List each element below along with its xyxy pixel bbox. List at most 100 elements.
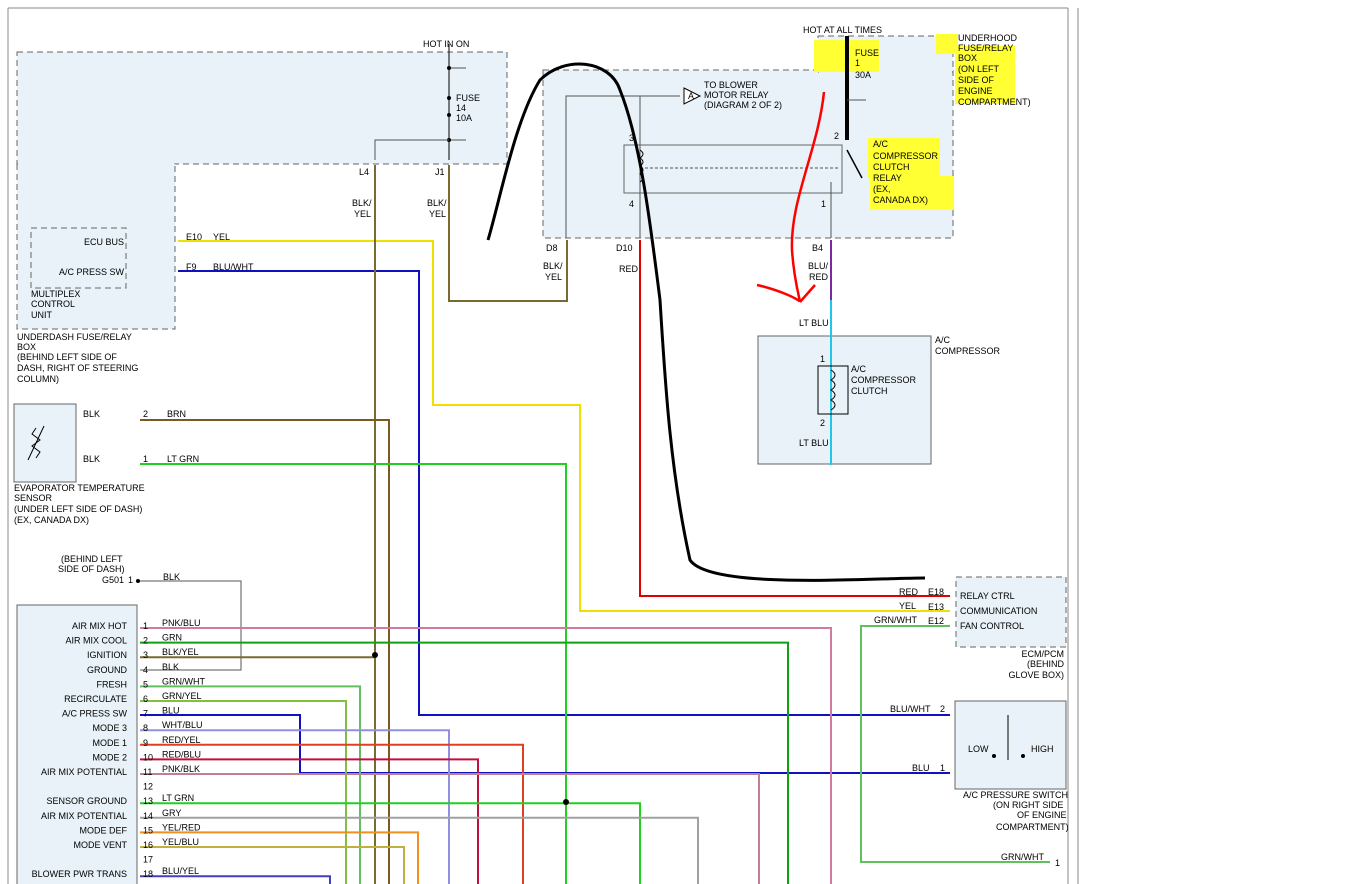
svg-text:COMPRESSOR: COMPRESSOR <box>873 151 939 161</box>
ecm-pcm-box <box>955 576 1067 648</box>
ecm-fan-control: FAN CONTROL <box>960 621 1024 631</box>
underhood-box-join <box>819 66 952 74</box>
ecm-title: ECM/PCM (BEHIND GLOVE BOX) <box>1008 649 1064 680</box>
label-bluwht-sw: BLU/WHT <box>890 704 931 714</box>
pin-d10: D10 <box>616 243 633 253</box>
pin-l4: L4 <box>359 167 369 177</box>
pin-b4: B4 <box>812 243 823 253</box>
climate-row-wire-label: BLK/YEL <box>162 647 199 657</box>
climate-row-pin: 4 <box>143 665 148 675</box>
highlight-underhood-a <box>936 34 958 54</box>
label-grnwht-e12: GRN/WHT <box>874 615 917 625</box>
climate-row-wire <box>140 816 699 884</box>
hot-at-all-times-label: HOT AT ALL TIMES <box>803 25 882 35</box>
ecm-communication: COMMUNICATION <box>960 606 1037 616</box>
svg-text:A/C: A/C <box>873 139 889 149</box>
svg-text:A/C: A/C <box>851 364 867 374</box>
pin-f9: F9 <box>186 262 197 272</box>
pressure-switch-box <box>954 700 1067 790</box>
wire-grnwht-e12 <box>860 625 1050 863</box>
climate-row-wire <box>140 846 405 884</box>
climate-control-unit-box <box>16 604 138 884</box>
climate-row-pin: 13 <box>143 796 153 806</box>
switch-pin-2: 2 <box>940 704 945 714</box>
climate-row-wire <box>140 773 760 884</box>
climate-row-label: AIR MIX COOL <box>65 636 127 646</box>
wire-ltgrn <box>140 463 567 884</box>
svg-text:BLU/: BLU/ <box>808 261 829 271</box>
climate-row-pin: 18 <box>143 869 153 879</box>
svg-text:A/C PRESSURE SWITCH: A/C PRESSURE SWITCH <box>963 790 1068 800</box>
svg-text:ENGINE: ENGINE <box>958 86 993 96</box>
svg-text:BOX: BOX <box>958 53 977 63</box>
label-blk1: BLK <box>83 409 100 419</box>
highlight-relay-b <box>870 176 954 210</box>
pin-1: 1 <box>821 199 826 209</box>
label-blu-sw: BLU <box>912 763 930 773</box>
climate-row-wire-label: GRY <box>162 808 181 818</box>
climate-row-wire <box>140 700 347 884</box>
climate-row-label: GROUND <box>87 665 127 675</box>
climate-row-wire-label: GRN <box>162 633 182 643</box>
climate-row-pin: 9 <box>143 738 148 748</box>
label-ltgrn: LT GRN <box>167 454 199 464</box>
svg-text:RELAY: RELAY <box>873 173 902 183</box>
label-ltblu-bottom: LT BLU <box>799 438 829 448</box>
wire-blkyel-j1 <box>448 165 568 302</box>
climate-row-pin: 14 <box>143 811 153 821</box>
to-blower-label: TO BLOWER MOTOR RELAY (DIAGRAM 2 OF 2) <box>704 80 782 110</box>
svg-text:TO BLOWER: TO BLOWER <box>704 80 758 90</box>
climate-row-pin: 7 <box>143 709 148 719</box>
climate-row-wire-label: YEL/BLU <box>162 837 199 847</box>
climate-row-label: SENSOR GROUND <box>46 796 127 806</box>
climate-row-wire-label: PNK/BLU <box>162 618 201 628</box>
svg-text:ECM/PCM: ECM/PCM <box>1022 649 1065 659</box>
ac-clutch-label: A/C COMPRESSOR CLUTCH <box>851 364 917 396</box>
pin-e10: E10 <box>186 232 202 242</box>
svg-text:BLK/: BLK/ <box>543 261 563 271</box>
climate-row-label: AIR MIX POTENTIAL <box>41 811 127 821</box>
climate-row-wire-label: BLU <box>162 706 180 716</box>
l4-link <box>374 139 449 160</box>
climate-row-wire <box>140 641 789 884</box>
svg-text:YEL: YEL <box>354 209 371 219</box>
svg-text:CANADA DX): CANADA DX) <box>873 195 928 205</box>
climate-row-pin: 2 <box>143 636 148 646</box>
highlight-underhood-b <box>955 46 1015 104</box>
climate-row-label: MODE DEF <box>79 825 127 835</box>
label-red: RED <box>619 264 639 274</box>
highlight-relay-a <box>868 138 940 178</box>
splice-ignition <box>372 652 378 658</box>
svg-text:SIDE OF DASH): SIDE OF DASH) <box>58 564 125 574</box>
climate-row-pin: 17 <box>143 855 153 865</box>
climate-row-label: RECIRCULATE <box>64 694 127 704</box>
svg-text:SIDE OF: SIDE OF <box>958 75 995 85</box>
pressure-switch-title: A/C PRESSURE SWITCH (ON RIGHT SIDE OF EN… <box>963 790 1069 832</box>
svg-text:COMPARTMENT): COMPARTMENT) <box>958 97 1031 107</box>
evap-pin-2: 2 <box>143 409 148 419</box>
climate-unit-wires <box>140 627 832 884</box>
svg-text:30A: 30A <box>855 70 871 80</box>
clutch-pin-1: 1 <box>820 354 825 364</box>
svg-text:CONTROL: CONTROL <box>31 299 75 309</box>
svg-text:(BEHIND LEFT: (BEHIND LEFT <box>61 554 123 564</box>
climate-row-wire-label: LT GRN <box>162 793 194 803</box>
climate-row-wire-label: GRN/WHT <box>162 676 205 686</box>
ac-relay-box <box>623 144 843 194</box>
label-blk-ground: BLK <box>163 572 180 582</box>
svg-text:BLK/: BLK/ <box>427 198 447 208</box>
fuse1-label: FUSE 1 30A <box>855 48 879 80</box>
underdash-fuse-box-top <box>16 51 508 165</box>
climate-row-pin: 1 <box>143 621 148 631</box>
svg-text:UNIT: UNIT <box>31 310 52 320</box>
blower-relay-arrow <box>683 87 702 105</box>
svg-text:FUSE: FUSE <box>456 93 480 103</box>
climate-row-label: A/C PRESS SW <box>62 709 128 719</box>
climate-row-pin: 10 <box>143 752 153 762</box>
climate-row-label: IGNITION <box>87 650 127 660</box>
pin-d8: D8 <box>546 243 558 253</box>
switch-contact-low <box>992 754 996 758</box>
climate-row-label: MODE VENT <box>73 840 127 850</box>
ground-id: G501 <box>102 575 124 585</box>
label-blkyel-c: BLK/YEL <box>543 261 563 282</box>
